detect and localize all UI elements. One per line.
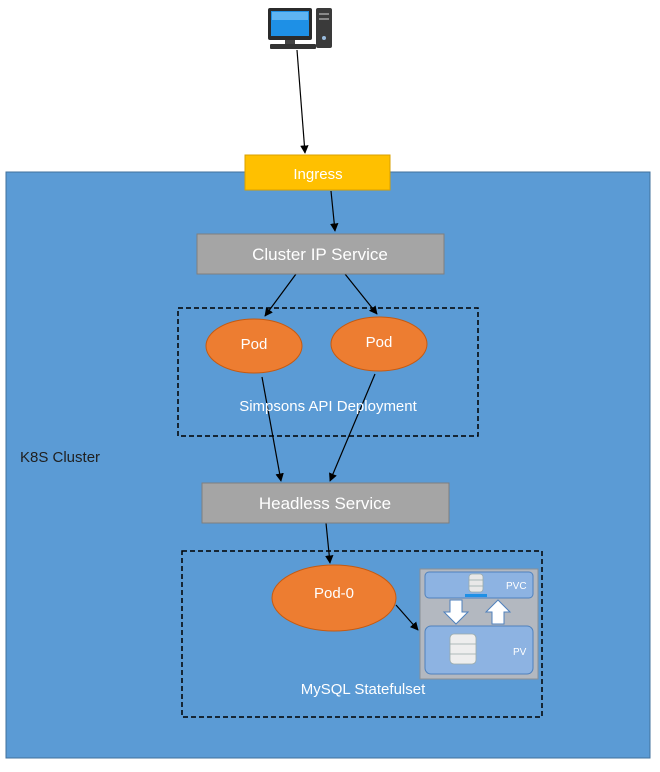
pv-label: PV [513, 647, 527, 658]
arrow-ingress-to-service [330, 190, 339, 232]
deployment-label: Simpsons API Deployment [239, 398, 417, 415]
deployment-group [177, 307, 479, 437]
k8s-cluster-label: K8S Cluster [20, 449, 100, 466]
pod-2-label: Pod [366, 334, 393, 351]
arrow-pod1-to-headless [261, 376, 284, 482]
arrow-computer-to-ingress [296, 49, 309, 154]
arrow-pod2-to-headless [329, 373, 376, 482]
desktop-computer-icon [268, 8, 332, 49]
pod-1 [205, 318, 303, 374]
ingress-box [244, 154, 391, 191]
cluster-ip-service-label: Cluster IP Service [252, 245, 388, 264]
pvc-label: PVC [506, 581, 527, 592]
arrow-up-icon [484, 599, 512, 625]
database-icon [449, 633, 477, 665]
headless-service-box [201, 482, 450, 524]
pod-0 [271, 564, 397, 632]
arrow-down-icon [442, 599, 470, 625]
statefulset-label: MySQL Statefulset [301, 681, 426, 698]
cluster-ip-service-box [196, 233, 445, 275]
pod-2 [330, 316, 428, 372]
statefulset-group [181, 550, 543, 718]
ingress-label: Ingress [293, 166, 342, 183]
pod-0-label: Pod-0 [314, 585, 354, 602]
storage-panel: PVC PV [419, 568, 539, 680]
arrow-pod0-to-storage [395, 604, 419, 631]
pod-1-label: Pod [241, 336, 268, 353]
arrow-service-to-pod1 [264, 273, 297, 317]
headless-service-label: Headless Service [259, 494, 391, 513]
database-icon [465, 573, 487, 597]
arrow-headless-to-pod0 [325, 522, 334, 564]
